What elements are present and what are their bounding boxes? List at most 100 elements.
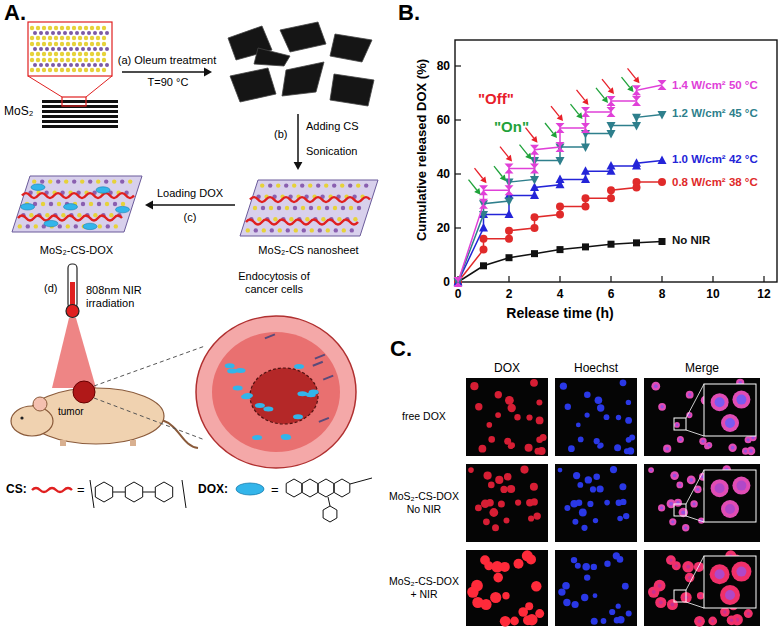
molybdenum-atom <box>57 63 61 67</box>
cell-dot <box>682 524 689 531</box>
atom-dot <box>261 206 265 210</box>
sulfur-atom <box>36 26 40 30</box>
cell-dot <box>595 397 603 405</box>
arrow-shaft <box>622 77 630 87</box>
step-label: Sonication <box>306 145 357 158</box>
data-marker <box>454 277 463 287</box>
cell-dot <box>467 586 478 597</box>
arrow-head <box>525 153 531 160</box>
cell-core <box>665 447 669 451</box>
micrograph <box>555 378 637 456</box>
exfoliated-flake <box>280 22 326 52</box>
cell-dot <box>523 615 533 625</box>
dox-molecule <box>64 204 78 210</box>
atom-dot <box>302 228 306 232</box>
cell-dot <box>514 414 520 420</box>
cell-dot <box>604 414 610 420</box>
molybdenum-atom <box>63 31 67 35</box>
atom-dot <box>326 228 330 232</box>
molybdenum-atom <box>99 63 103 67</box>
dox-molecule <box>227 369 237 374</box>
data-marker <box>531 213 539 221</box>
zoom-frame <box>28 22 112 76</box>
ring-bond <box>125 482 142 502</box>
data-marker <box>581 107 590 117</box>
data-marker <box>658 80 667 90</box>
cell-dot <box>495 476 503 484</box>
molybdenum-atom <box>105 31 109 35</box>
cell-dot <box>578 437 584 443</box>
cell-core <box>658 584 662 588</box>
zoom-line <box>686 516 704 522</box>
sulfur-atom <box>54 52 58 56</box>
micrograph <box>644 550 760 626</box>
series-label: 1.4 W/cm² 50 °C <box>672 78 758 92</box>
atom-dot <box>246 228 250 232</box>
atom-dot <box>66 224 70 228</box>
cell-dot <box>480 555 490 565</box>
molybdenum-atom <box>93 63 97 67</box>
sulfur-atom <box>72 36 76 40</box>
data-marker <box>607 122 616 130</box>
zoom-line <box>94 398 205 440</box>
dox-molecule <box>21 204 35 210</box>
sulfur-atom <box>42 42 46 46</box>
cell-dot <box>528 515 534 521</box>
cell-dot <box>687 476 696 485</box>
nanosheet-fragment <box>265 334 275 338</box>
step-label: (b) <box>274 128 287 141</box>
data-line <box>458 242 662 283</box>
nanosheet-fragment <box>313 362 323 366</box>
cell-dot <box>593 518 598 523</box>
step-label: (a) Oleum treatment <box>112 54 222 67</box>
data-marker <box>581 166 590 175</box>
sulfur-atom <box>30 52 34 56</box>
data-marker <box>556 142 565 152</box>
bracket <box>182 480 186 508</box>
cell-dot <box>493 573 503 583</box>
cell-core <box>654 384 658 388</box>
mouse-eye <box>20 416 23 419</box>
arrow-shaft <box>596 88 604 98</box>
tick-label: 2 <box>497 287 521 302</box>
step-label: Endocytosis of cancer cells <box>226 270 322 296</box>
cell-dot <box>507 485 515 493</box>
data-marker <box>531 250 538 257</box>
cell-dot <box>483 518 490 525</box>
data-marker <box>556 202 564 210</box>
cell-dot <box>666 555 676 565</box>
sulfur-atom <box>48 58 52 62</box>
data-marker <box>480 262 487 269</box>
cell-dot <box>488 482 495 489</box>
sulfur-atom <box>30 26 34 30</box>
zoom-frame <box>674 504 686 516</box>
zoom-line <box>686 602 704 608</box>
atom-dot <box>98 224 102 228</box>
data-marker <box>632 114 641 123</box>
axis-tick <box>763 276 764 282</box>
tick-label: 0 <box>418 274 450 290</box>
dox-molecule <box>31 184 45 190</box>
cell-core <box>715 483 725 493</box>
cell-core <box>725 504 735 514</box>
sulfur-atom <box>78 68 82 72</box>
atom-dot <box>262 228 266 232</box>
cell-dot <box>563 599 570 606</box>
series-label: 1.2 W/cm² 45 °C <box>672 106 758 120</box>
nucleus <box>250 368 318 424</box>
cell-dot <box>504 518 510 524</box>
cell-dot <box>558 468 563 473</box>
nanosheet-fragment <box>323 376 333 380</box>
arrow-shaft <box>571 104 579 114</box>
molybdenum-atom <box>39 47 43 51</box>
sulfur-atom <box>78 42 82 46</box>
annotation: "On" <box>494 118 529 136</box>
cell-dot <box>619 483 626 490</box>
zoom-line <box>686 384 704 418</box>
on-arrow <box>545 123 557 138</box>
dox-molecule <box>281 435 291 440</box>
molybdenum-atom <box>51 63 55 67</box>
cell-dot <box>625 417 632 424</box>
atom-dot <box>273 217 277 221</box>
